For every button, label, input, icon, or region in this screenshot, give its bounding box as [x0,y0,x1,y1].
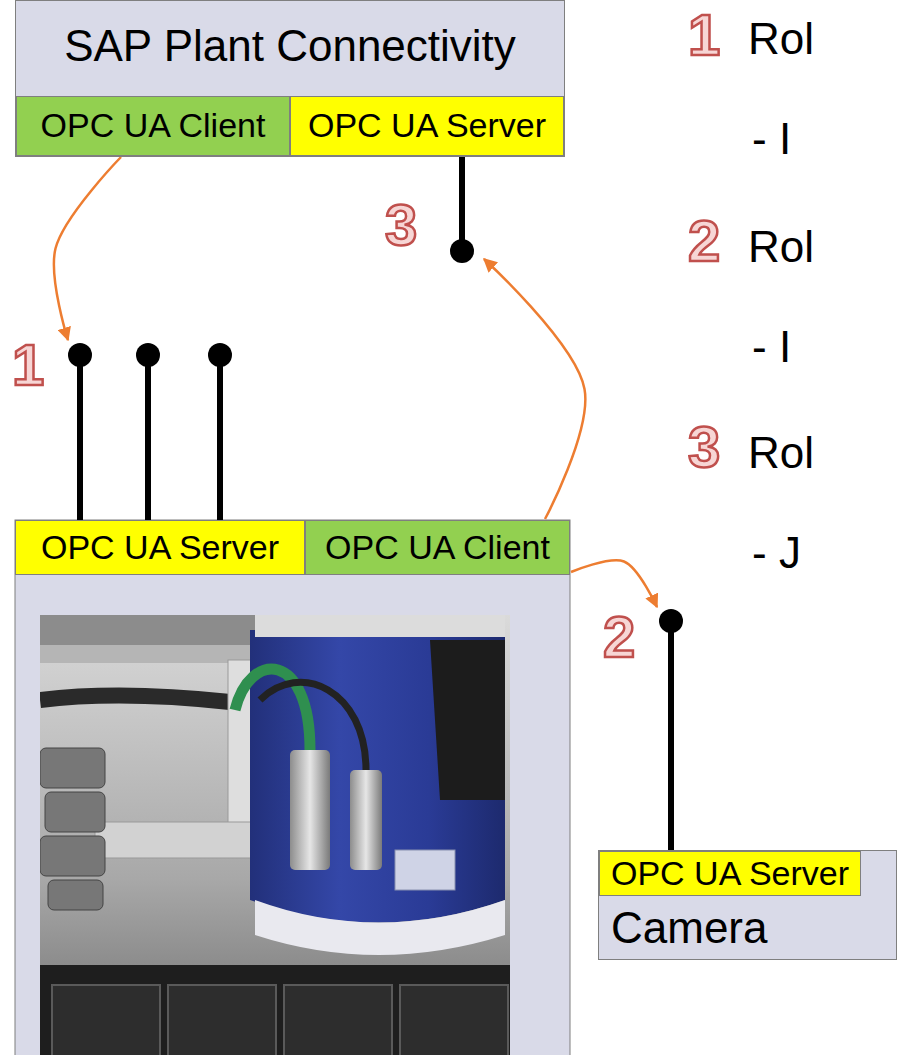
corrugated-cable [40,695,230,702]
port-dot [208,343,232,367]
tray [284,985,392,1055]
callout-number: 1 [12,332,44,399]
server-interface-box: OPC UA Server [290,96,564,156]
sensor-cap [430,640,505,800]
client-interface-box: OPC UA Client [305,520,570,575]
callout-number: 3 [385,192,417,259]
callout-number: 2 [688,208,720,275]
type-plate [395,850,455,890]
note-text: - J [752,528,801,579]
tray [400,985,508,1055]
client-interface-box: OPC UA Client [16,96,290,156]
port-dot [136,343,160,367]
port-stem [217,355,223,520]
tray [168,985,276,1055]
note-text: Rol [748,428,814,479]
port-symbol [68,343,92,520]
interface-label: OPC UA Server [41,528,279,567]
interface-label: OPC UA Client [325,528,550,567]
sensor-top-plate [255,615,505,637]
server-interface-box: OPC UA Server [599,851,861,896]
interface-label: OPC UA Client [41,106,266,145]
port-dot [659,609,683,633]
system-box: SAP Plant ConnectivityOPC UA Client OPC U… [15,0,565,157]
port-stem [668,621,674,851]
note-text: - I [752,114,791,165]
black-cable [260,682,366,770]
box-heading: Camera [611,903,768,954]
tray [52,985,160,1055]
note-text: - I [752,322,791,373]
port-dot [450,239,474,263]
port-symbol [659,609,683,851]
interface-label: OPC UA Server [308,106,546,145]
callout-number: 1 [688,2,720,69]
port-symbol [450,156,474,263]
gripper-finger [40,748,105,788]
port-symbols [68,156,683,851]
gripper-finger [45,792,105,832]
port-stem [77,355,83,520]
port-stem [459,156,465,251]
connection-arrow [54,157,121,340]
device-box: Camera OPC UA Server [598,850,897,960]
interface-label: OPC UA Server [611,854,849,893]
server-interface-box: OPC UA Server [15,520,305,575]
note-text: Rol [748,14,814,65]
connection-arrow [484,259,585,519]
robot-housing-box [15,520,570,1055]
plug-connector [290,750,330,870]
port-symbol [208,343,232,520]
plug-connector [350,770,382,870]
gripper-finger [48,880,103,910]
note-text: Rol [748,222,814,273]
connection-arrow [571,560,657,607]
callout-number: 2 [603,604,635,671]
robot-photo [40,615,510,1055]
port-stem [145,355,151,520]
port-dot [68,343,92,367]
callout-number: 3 [688,414,720,481]
sensor-base-ring [255,900,505,955]
gripper-finger [40,836,105,876]
port-symbol [136,343,160,520]
box-heading: SAP Plant Connectivity [64,21,516,72]
